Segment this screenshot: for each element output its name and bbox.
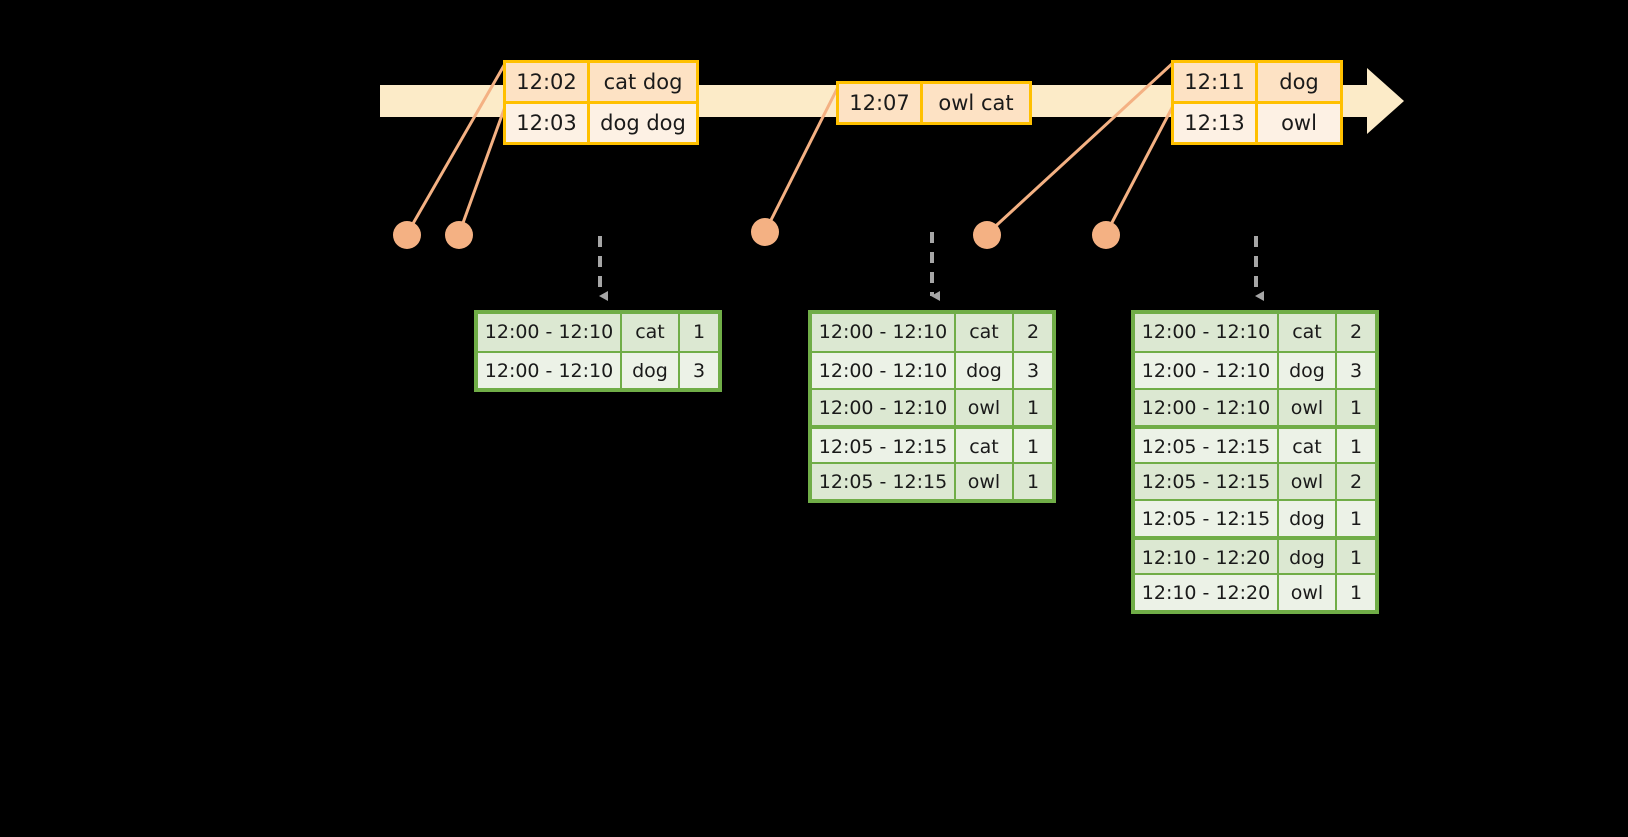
event-value: owl [1281, 111, 1317, 135]
result-table-3: 12:00 - 12:10 cat 2 12:00 - 12:10 dog 3 … [1131, 310, 1379, 614]
table-row: 12:00 - 12:10 owl 1 [812, 388, 1052, 425]
table-row: 12:00 - 12:10 cat 1 [478, 314, 718, 351]
table-row: 12:00 - 12:10 cat 2 [1135, 314, 1375, 351]
table-row: 12:00 - 12:10 cat 2 [812, 314, 1052, 351]
connector-12-13 [1104, 103, 1176, 235]
cell-count: 1 [1349, 547, 1363, 569]
cell-count: 1 [1026, 397, 1040, 419]
table-row: 12:10 - 12:20 dog 1 [1135, 536, 1375, 573]
cell-key: cat [1279, 314, 1337, 351]
cell-key: dog [1279, 353, 1337, 388]
connector-12-11 [985, 60, 1176, 236]
cell-key: owl [1279, 464, 1337, 499]
cell-count: 2 [1349, 321, 1363, 343]
emit-arrows [598, 232, 1264, 301]
event-group-2: 12:07 owl cat [836, 81, 1032, 125]
event-group-1: 12:02 cat dog 12:03 dog dog [503, 60, 699, 145]
event-row: 12:02 cat dog [506, 63, 696, 101]
event-time: 12:02 [506, 63, 590, 101]
cell-count: 1 [1026, 471, 1040, 493]
table-row: 12:05 - 12:15 owl 2 [1135, 462, 1375, 499]
table-row: 12:00 - 12:10 dog 3 [1135, 351, 1375, 388]
cell-window: 12:00 - 12:10 [1135, 314, 1279, 351]
cell-count: 1 [1349, 582, 1363, 604]
event-connectors [405, 60, 1176, 236]
event-row: 12:13 owl [1174, 101, 1340, 142]
cell-window: 12:05 - 12:15 [1135, 429, 1279, 462]
cell-count: 1 [1349, 397, 1363, 419]
result-table-2: 12:00 - 12:10 cat 2 12:00 - 12:10 dog 3 … [808, 310, 1056, 503]
cell-window: 12:00 - 12:10 [812, 314, 956, 351]
table-row: 12:00 - 12:10 owl 1 [1135, 388, 1375, 425]
cell-window: 12:00 - 12:10 [812, 353, 956, 388]
connector-12-07 [763, 82, 842, 233]
cell-count: 2 [1349, 471, 1363, 493]
cell-key: cat [956, 314, 1014, 351]
event-group-3: 12:11 dog 12:13 owl [1171, 60, 1343, 145]
event-row: 12:07 owl cat [839, 84, 1029, 122]
cell-count: 1 [1026, 436, 1040, 458]
cell-count: 1 [1349, 436, 1363, 458]
cell-key: dog [1279, 540, 1337, 573]
cell-key: dog [1279, 501, 1337, 536]
cell-window: 12:10 - 12:20 [1135, 575, 1279, 610]
event-time: 12:13 [1174, 104, 1258, 142]
cell-window: 12:00 - 12:10 [1135, 390, 1279, 425]
cell-key: cat [1279, 429, 1337, 462]
cell-key: owl [956, 464, 1014, 499]
event-value: dog dog [600, 111, 686, 135]
event-value: cat dog [603, 70, 683, 94]
cell-key: dog [622, 353, 680, 388]
event-value: dog [1279, 70, 1319, 94]
cell-window: 12:00 - 12:10 [1135, 353, 1279, 388]
event-time: 12:11 [1174, 63, 1258, 101]
cell-window: 12:05 - 12:15 [812, 464, 956, 499]
cell-count: 1 [1349, 508, 1363, 530]
cell-key: cat [956, 429, 1014, 462]
dot-12-03 [445, 221, 473, 249]
cell-window: 12:05 - 12:15 [812, 429, 956, 462]
cell-count: 1 [692, 321, 706, 343]
cell-key: owl [956, 390, 1014, 425]
table-row: 12:00 - 12:10 dog 3 [812, 351, 1052, 388]
event-time: 12:07 [839, 84, 923, 122]
table-row: 12:05 - 12:15 owl 1 [812, 462, 1052, 499]
dot-12-11 [973, 221, 1001, 249]
table-row: 12:10 - 12:20 owl 1 [1135, 573, 1375, 610]
cell-count: 3 [1349, 360, 1363, 382]
table-row: 12:05 - 12:15 cat 1 [1135, 425, 1375, 462]
result-table-1: 12:00 - 12:10 cat 1 12:00 - 12:10 dog 3 [474, 310, 722, 392]
cell-count: 2 [1026, 321, 1040, 343]
dot-12-13 [1092, 221, 1120, 249]
cell-key: dog [956, 353, 1014, 388]
cell-window: 12:10 - 12:20 [1135, 540, 1279, 573]
cell-window: 12:00 - 12:10 [478, 353, 622, 388]
cell-key: owl [1279, 575, 1337, 610]
cell-count: 3 [692, 360, 706, 382]
cell-window: 12:05 - 12:15 [1135, 501, 1279, 536]
cell-window: 12:00 - 12:10 [478, 314, 622, 351]
dot-12-07 [751, 218, 779, 246]
cell-key: owl [1279, 390, 1337, 425]
event-row: 12:03 dog dog [506, 101, 696, 142]
table-row: 12:00 - 12:10 dog 3 [478, 351, 718, 388]
cell-window: 12:05 - 12:15 [1135, 464, 1279, 499]
connector-12-02 [405, 61, 508, 235]
arrival-dots [393, 218, 1120, 249]
cell-key: cat [622, 314, 680, 351]
event-time: 12:03 [506, 104, 590, 142]
dot-12-02 [393, 221, 421, 249]
event-row: 12:11 dog [1174, 63, 1340, 101]
table-row: 12:05 - 12:15 cat 1 [812, 425, 1052, 462]
connector-12-03 [457, 103, 508, 235]
cell-window: 12:00 - 12:10 [812, 390, 956, 425]
table-row: 12:05 - 12:15 dog 1 [1135, 499, 1375, 536]
cell-count: 3 [1026, 360, 1040, 382]
event-value: owl cat [938, 91, 1014, 115]
